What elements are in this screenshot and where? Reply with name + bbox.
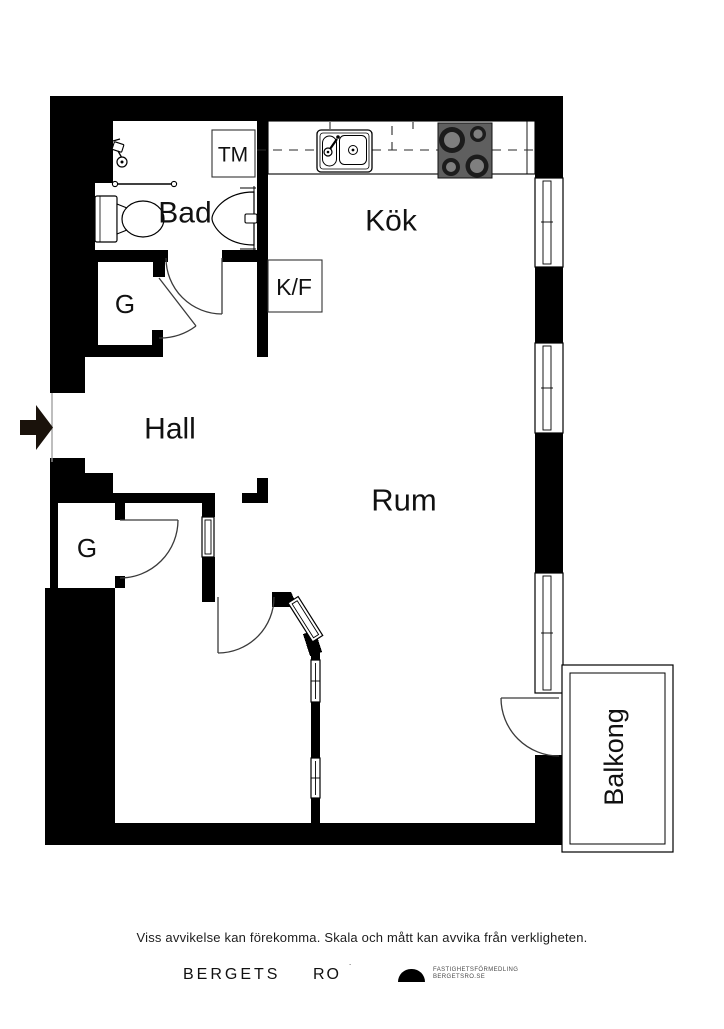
room-label-balkong: Balkong	[599, 708, 629, 806]
door-arc-bedroom	[217, 596, 275, 654]
door-arc-balcony	[500, 697, 560, 757]
brand-word-bergets: BERGETS	[183, 966, 281, 983]
walls	[45, 96, 563, 845]
room-label-bad: Bad	[158, 197, 211, 230]
brand-word-ro: RO	[313, 966, 341, 983]
bathroom-sink-icon	[211, 186, 258, 251]
closet-label-upper-g: G	[115, 289, 135, 319]
toilet-icon	[94, 195, 165, 243]
kitchen-sink-icon	[316, 129, 373, 173]
window-icon-bedroom-partition-1	[201, 516, 215, 558]
footer: Viss avvikelse kan förekomma. Skala och …	[0, 930, 724, 983]
shower-rail-icon	[111, 180, 178, 188]
closet-label-lower-g: G	[77, 533, 97, 563]
fridge-freezer-box	[267, 259, 323, 313]
room-label-rum: Rum	[371, 483, 436, 518]
appliance-label-kf: K/F	[276, 274, 312, 300]
door-arc-bathroom	[165, 257, 223, 315]
brand-dome-icon	[398, 969, 425, 982]
door-arc-closet-upper	[158, 277, 197, 339]
disclaimer-text: Viss avvikelse kan förekomma. Skala och …	[136, 930, 588, 945]
brand-trademark: ˙	[349, 963, 352, 973]
washing-machine-box	[211, 129, 256, 178]
brand-row: BERGETS RO ˙ FASTIGHETSFÖRMEDLING BERGET…	[0, 963, 724, 988]
window-icon-right-a	[534, 177, 564, 268]
door-arc-closet-lower	[119, 519, 179, 579]
stove-icon	[437, 122, 493, 179]
room-label-kok: Kök	[365, 205, 418, 238]
window-icon-bedroom-partition-2	[310, 659, 321, 703]
window-icon-right-c	[534, 572, 564, 694]
balcony-outline	[561, 664, 674, 853]
entry-arrow-icon	[20, 405, 53, 450]
window-icon-bedroom-partition-3	[310, 757, 321, 799]
appliance-label-tm: TM	[218, 144, 248, 167]
window-icon-right-b	[534, 342, 564, 434]
brand-agency-line1: FASTIGHETSFÖRMEDLING	[433, 967, 519, 973]
brand-agency-line2: BERGETSRO.SE	[433, 974, 486, 980]
room-label-hall: Hall	[144, 413, 196, 446]
brand-agency-text: FASTIGHETSFÖRMEDLING BERGETSRO.SE	[433, 967, 518, 981]
shower-mixer-icon	[111, 138, 128, 168]
window-icon-bedroom-diagonal	[287, 595, 324, 643]
kitchen-counter	[257, 120, 536, 175]
